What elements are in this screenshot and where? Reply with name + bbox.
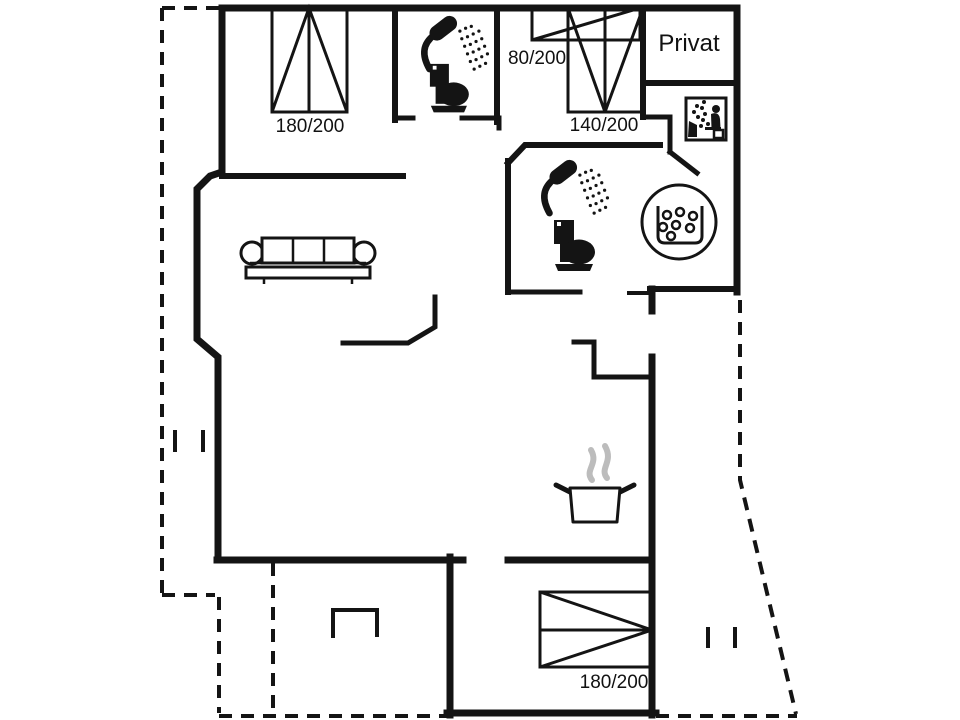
wall-hall-divider [340,294,438,346]
opening-ticks-right [706,627,737,648]
wall-left-outline [193,4,226,564]
shower-icon [544,168,609,215]
shower-icon [424,24,489,71]
toilet-icon [429,63,469,113]
wall-sauna-corner [640,114,673,155]
bathroom1-icons [424,24,489,113]
wall-bathroom2-top-chamfer [503,142,663,168]
room-label-privat: Privat [658,30,720,57]
bed-size-label-bottom: 180/200 [580,672,649,693]
bed-double-top-icon [270,3,349,114]
bed-single-icon [530,6,642,42]
bed-double-bottom-icon [538,590,654,669]
beds [270,3,654,669]
dashed-right-diagonal [738,300,798,715]
sauna-icon [684,96,728,142]
labels: 180/200 80/200 140/200 Privat 180/200 [276,30,720,693]
bed-size-label-mid: 140/200 [570,115,639,136]
bathroom2-icons [544,168,609,271]
door-leaf-diagonal [666,148,701,177]
terrace-furniture-icon [331,608,379,638]
sofa-icon [239,236,377,284]
outer-walls [193,4,741,719]
toilet-icon [554,220,595,271]
wall-kitchen-divider [571,339,655,380]
cooking-pot-icon [553,443,637,524]
bed-size-label-top: 180/200 [276,116,345,137]
whirlpool-tub-icon [640,183,718,261]
opening-ticks-left [173,430,205,452]
wall-bathroom1-bottom-right [459,115,502,131]
bed-size-label-single: 80/200 [508,48,566,69]
bed-mid-icon [566,6,645,114]
terrace-boundary [160,6,798,718]
